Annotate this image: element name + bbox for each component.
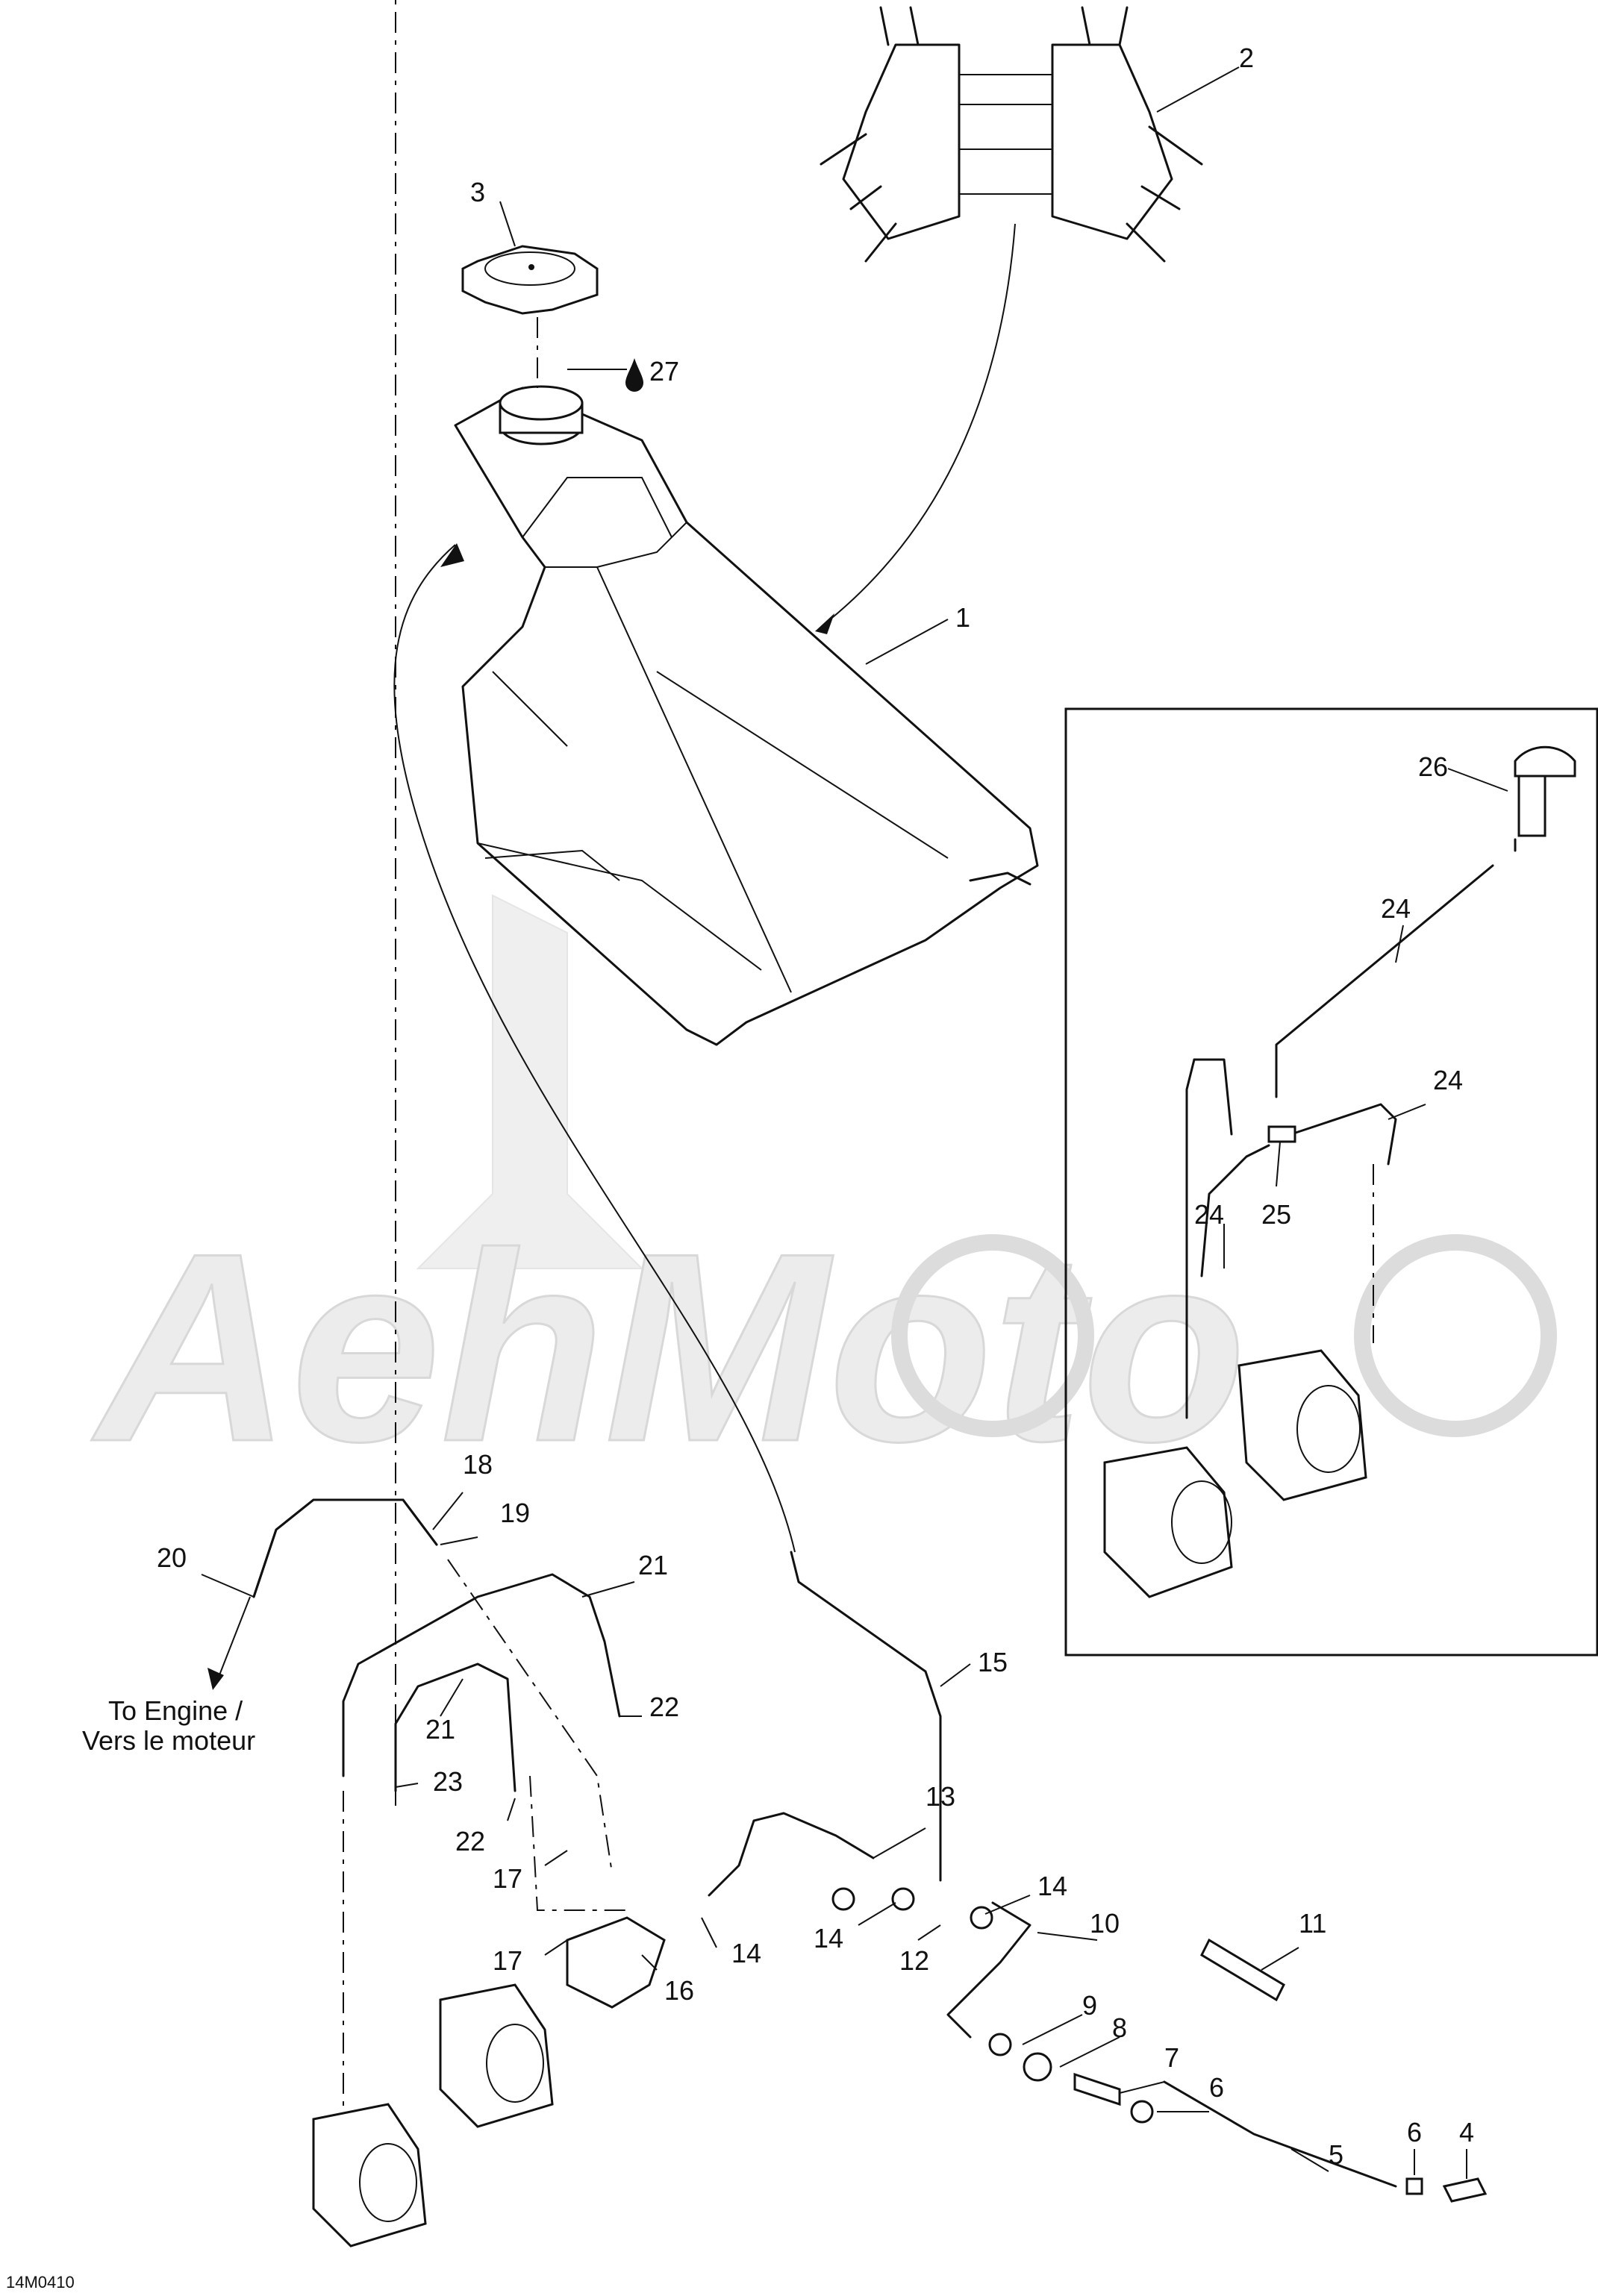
callout-1: 1 <box>955 602 970 633</box>
destination-label-line1: To Engine / <box>108 1695 243 1726</box>
callout-18: 18 <box>463 1449 493 1480</box>
destination-label-line2: Vers le moteur <box>82 1725 255 1756</box>
callout-24b: 24 <box>1433 1065 1463 1095</box>
inset-panel <box>1064 707 1598 1657</box>
callout-27: 27 <box>649 356 679 387</box>
callout-24a: 24 <box>1381 893 1411 924</box>
callout-5: 5 <box>1329 2139 1343 2170</box>
callout-15: 15 <box>978 1647 1008 1677</box>
callout-20: 20 <box>157 1542 187 1573</box>
callout-6a: 6 <box>1209 2072 1224 2103</box>
callout-21b: 21 <box>425 1714 455 1745</box>
callout-7: 7 <box>1164 2042 1179 2073</box>
fuel-cap <box>461 245 599 388</box>
callout-11: 11 <box>1299 1908 1326 1939</box>
callout-12: 12 <box>899 1945 929 1976</box>
fuel-tank <box>454 385 1039 1046</box>
callout-14b: 14 <box>814 1923 843 1954</box>
callout-23: 23 <box>433 1766 463 1797</box>
callout-25: 25 <box>1261 1199 1291 1230</box>
callout-14c: 14 <box>1037 1871 1067 1901</box>
callout-14a: 14 <box>731 1938 761 1968</box>
callout-22b: 22 <box>455 1826 485 1856</box>
callout-13: 13 <box>926 1781 955 1812</box>
callout-2: 2 <box>1239 43 1254 73</box>
callout-9: 9 <box>1082 1990 1097 2021</box>
callout-22a: 22 <box>649 1692 679 1722</box>
diagram-code: 14M0410 <box>6 2273 75 2292</box>
callout-26: 26 <box>1418 751 1448 782</box>
callout-labels: 1 2 3 27 26 24 24 24 25 18 19 20 21 21 2… <box>6 43 1474 2292</box>
callout-10: 10 <box>1090 1908 1120 1939</box>
callout-24c: 24 <box>1194 1199 1224 1230</box>
callout-6b: 6 <box>1407 2117 1422 2148</box>
tank-bracket <box>815 6 1203 634</box>
callout-4: 4 <box>1459 2117 1474 2148</box>
leader-lines <box>201 66 1508 2179</box>
callout-19: 19 <box>500 1498 530 1528</box>
callout-21a: 21 <box>638 1550 668 1580</box>
watermark-text: AehMoto <box>89 1198 1246 1498</box>
fuel-line-path <box>393 544 796 1553</box>
fluid-drop-icon <box>625 358 643 392</box>
callout-17a: 17 <box>493 1863 522 1894</box>
callout-3: 3 <box>470 177 485 207</box>
callout-17b: 17 <box>493 1945 522 1976</box>
lower-hose-assembly <box>207 0 1488 2247</box>
callout-16: 16 <box>664 1975 694 2006</box>
watermark: AehMoto <box>87 894 1557 1499</box>
callout-8: 8 <box>1112 2012 1127 2043</box>
